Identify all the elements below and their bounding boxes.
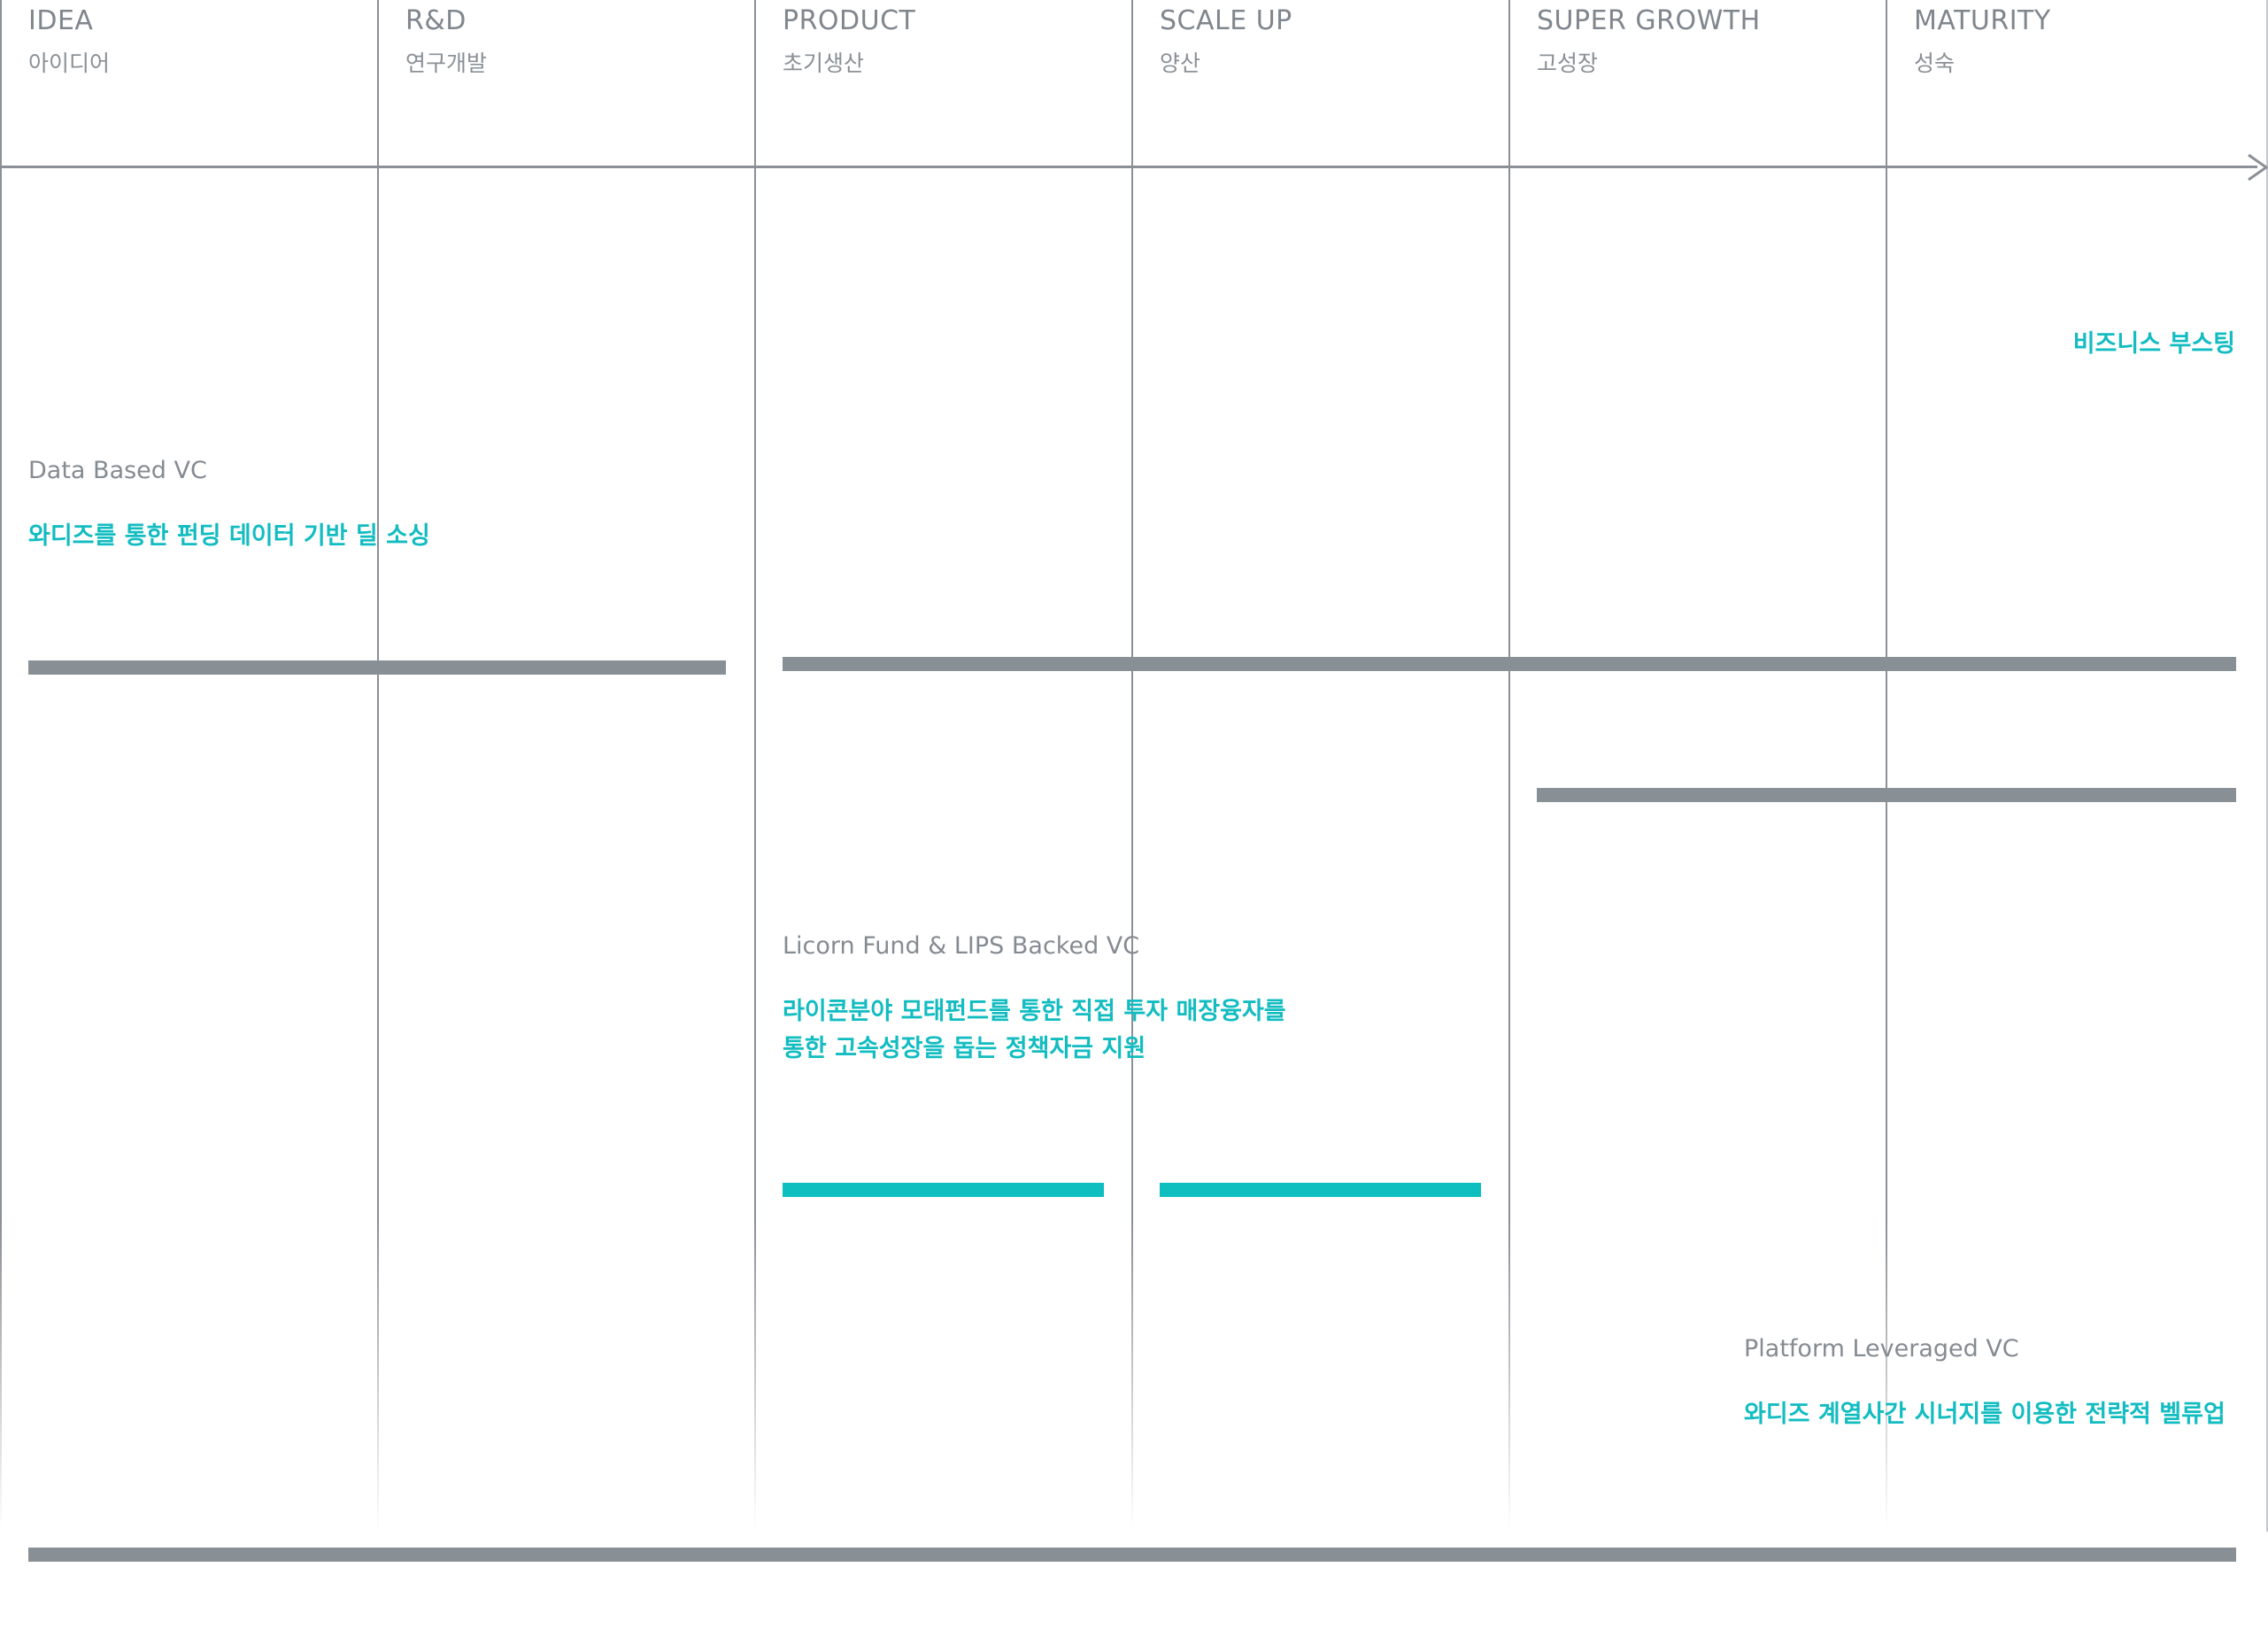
stage-divider-rnd [377, 0, 379, 1532]
stage-subtitle: 양산 [1160, 50, 1201, 76]
stage-subtitle: 아이디어 [28, 50, 111, 76]
arrow-right-icon [2248, 153, 2268, 181]
platform-span-bar [28, 1548, 2236, 1562]
stage-subtitle: 성숙 [1914, 50, 1956, 76]
stage-title: SCALE UP [1160, 5, 1292, 36]
timeline-axis [0, 166, 2257, 168]
stage-title: SUPER GROWTH [1537, 5, 1761, 36]
platform-vc-title: Platform Leveraged VC [1744, 1335, 2019, 1363]
stage-title: IDEA [28, 5, 94, 36]
platform-vc-desc: 와디즈 계열사간 시너지를 이용한 전략적 벨류업 [1744, 1401, 2226, 1428]
stage-divider-end [2266, 0, 2268, 1532]
stage-divider-super-growth [1508, 0, 1510, 1532]
licorn-vc-desc-line2: 통한 고속성장을 돕는 정책자금 지원 [783, 1035, 1146, 1062]
stage-title: PRODUCT [783, 5, 916, 36]
licorn-product-bar [783, 1183, 1104, 1197]
licorn-vc-desc-line1: 라이콘분야 모태펀드를 통한 직접 투자 매장융자를 [783, 998, 1286, 1025]
stage-divider-product [754, 0, 756, 1532]
licorn-scale-up-bar [1160, 1183, 1481, 1197]
stage-subtitle: 고성장 [1537, 50, 1599, 76]
licorn-vc-title: Licorn Fund & LIPS Backed VC [783, 932, 1140, 960]
licorn-span-bar [783, 657, 2236, 671]
stage-title: MATURITY [1914, 5, 2051, 36]
boosting-span-bar [1537, 788, 2236, 802]
stage-subtitle: 연구개발 [405, 50, 488, 76]
data-based-vc-desc: 와디즈를 통한 펀딩 데이터 기반 딜 소싱 [28, 522, 430, 550]
data-based-vc-title: Data Based VC [28, 457, 207, 484]
stage-divider-scale-up [1131, 0, 1133, 1532]
data-based-span-bar [28, 660, 726, 675]
stage-divider-maturity [1886, 0, 1887, 1532]
stage-title: R&D [405, 5, 467, 36]
stage-divider-idea [0, 0, 2, 1532]
business-boosting-label: 비즈니스 부스팅 [2072, 330, 2235, 358]
stage-subtitle: 초기생산 [783, 50, 865, 76]
